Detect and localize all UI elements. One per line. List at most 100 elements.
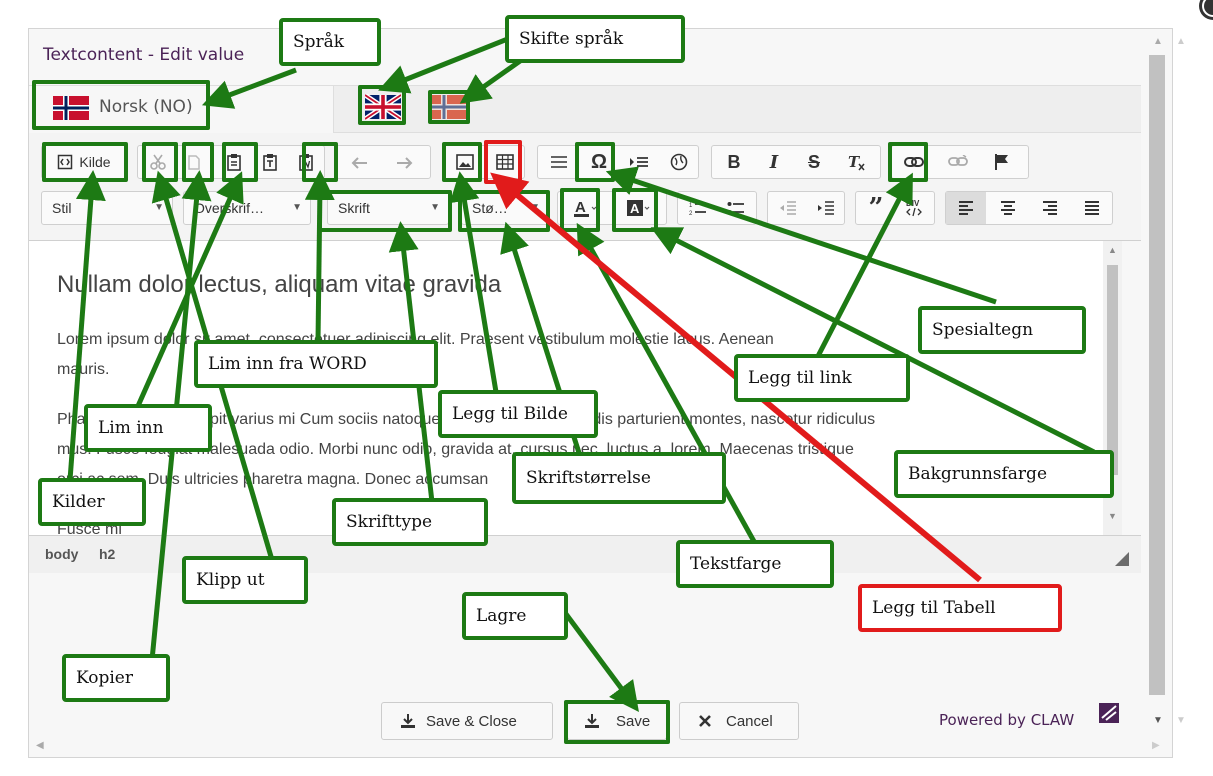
callout-legg-til-bilde: Legg til Bilde [438,390,598,438]
italic-button[interactable]: I [769,151,779,173]
dialog-title: Textcontent - Edit value [43,45,245,65]
iframe-button[interactable] [662,146,696,178]
misc-group: Ω [537,145,699,179]
copy-button[interactable] [178,146,210,178]
redo-icon [397,157,413,169]
window-scroll-thumb[interactable] [1149,55,1165,695]
undo-button[interactable] [342,146,378,178]
image-button[interactable] [448,146,482,178]
path-item-h2[interactable]: h2 [99,546,116,562]
remove-format-icon: T [848,153,865,171]
callout-spesialtegn: Spesialtegn [918,306,1086,354]
highlight-text-color [560,188,600,232]
align-left-button[interactable] [946,192,986,224]
close-icon[interactable] [1193,0,1213,24]
path-item-body[interactable]: body [45,546,79,562]
bullet-list-button[interactable] [718,192,754,224]
editor-scroll-thumb[interactable] [1107,265,1118,475]
source-label: Kilde [79,154,111,170]
window-scroll-down-icon[interactable]: ▼ [1153,715,1163,726]
bullet-list-icon [727,202,744,214]
unlink-button[interactable] [940,146,976,178]
anchor-button[interactable] [984,146,1020,178]
highlight-paste [222,142,258,182]
callout-sprak: Språk [279,18,381,66]
resize-grip-icon[interactable] [1115,552,1129,566]
svg-text:T: T [848,153,861,171]
highlight-cut [142,142,178,182]
source-icon [58,154,73,170]
format-combo[interactable]: Overskrif… ▼ [183,191,311,225]
redo-button[interactable] [386,146,422,178]
font-combo[interactable]: Skrift ▼ [327,191,449,225]
align-group [945,191,1113,225]
link-button[interactable] [896,146,932,178]
font-combo-label: Skrift [338,200,370,216]
horizontal-line-icon [551,156,567,168]
callout-skriftstorrelse: Skriftstørrelse [512,452,726,504]
horizontal-line-button[interactable] [542,146,576,178]
page-scroll-down-icon[interactable]: ▼ [1176,715,1186,726]
div-button[interactable]: DIV [896,192,932,224]
page-break-button[interactable] [622,146,656,178]
unlink-icon [948,155,968,166]
strike-button[interactable]: S [807,151,820,172]
justify-button[interactable] [1072,192,1112,224]
callout-bakgrunnsfarge: Bakgrunnsfarge [894,450,1114,498]
blockquote-button[interactable]: ” [858,192,894,224]
highlight-special-char [575,142,615,182]
claw-logo-icon [1097,701,1121,730]
cut-button[interactable] [142,146,174,178]
format-combo-label: Overskrif… [194,200,264,216]
download-icon [585,714,599,728]
style-combo[interactable]: Stil ▼ [41,191,173,225]
chevron-down-icon: ▼ [292,202,302,213]
align-center-button[interactable] [988,192,1028,224]
language-label: Norsk (NO) [99,97,193,117]
scroll-down-icon[interactable]: ▼ [1108,511,1117,521]
paste-text-button[interactable] [254,146,286,178]
paste-text-icon [263,154,277,171]
highlight-size [458,190,550,232]
save-close-button[interactable]: Save & Close [381,702,553,740]
justify-icon [1085,201,1099,215]
special-char-button[interactable]: Ω [582,146,616,178]
flag-icon [995,154,1008,170]
scroll-right-icon[interactable]: ▶ [1152,740,1160,751]
scroll-left-icon[interactable]: ◀ [36,740,44,751]
page-scroll-up-icon[interactable]: ▲ [1176,36,1186,47]
callout-skifte-sprak: Skifte språk [505,15,685,63]
align-right-button[interactable] [1030,192,1070,224]
svg-text:DIV: DIV [906,199,920,208]
indent-group [767,191,845,225]
cancel-button[interactable]: Cancel [679,702,799,740]
callout-skrifttype: Skrifttype [332,498,488,546]
undo-icon [351,157,367,169]
callout-tekstfarge: Tekstfarge [676,540,834,588]
uk-flag-icon[interactable] [363,93,403,125]
editor-heading: Nullam dolor lectus, aliquam vitae gravi… [57,271,502,298]
window-scrollbar[interactable] [1146,50,1168,710]
copy-icon [188,155,200,170]
align-center-icon [1001,201,1015,215]
scroll-up-icon[interactable]: ▲ [1108,245,1117,255]
language-tab-current[interactable]: Norsk (NO) [29,86,334,134]
callout-legg-til-tabell: Legg til Tabell [858,584,1062,632]
bold-button[interactable]: B [727,151,741,172]
table-icon [496,154,514,170]
remove-format-button[interactable]: T [836,146,876,178]
basic-styles-group: B I S T [711,145,881,179]
indent-button[interactable] [808,192,844,224]
paste-button[interactable] [218,146,250,178]
table-button[interactable] [488,146,522,178]
align-left-icon [959,201,973,215]
save-label: Save [616,712,651,730]
outdent-button[interactable] [770,192,806,224]
source-button[interactable]: Kilde [44,146,124,178]
numbered-list-icon: 12 [689,203,706,216]
highlight-language-tab [32,80,210,130]
window-scroll-up-icon[interactable]: ▲ [1153,36,1163,47]
indent-icon [818,201,834,215]
highlight-paste-word [302,142,338,182]
